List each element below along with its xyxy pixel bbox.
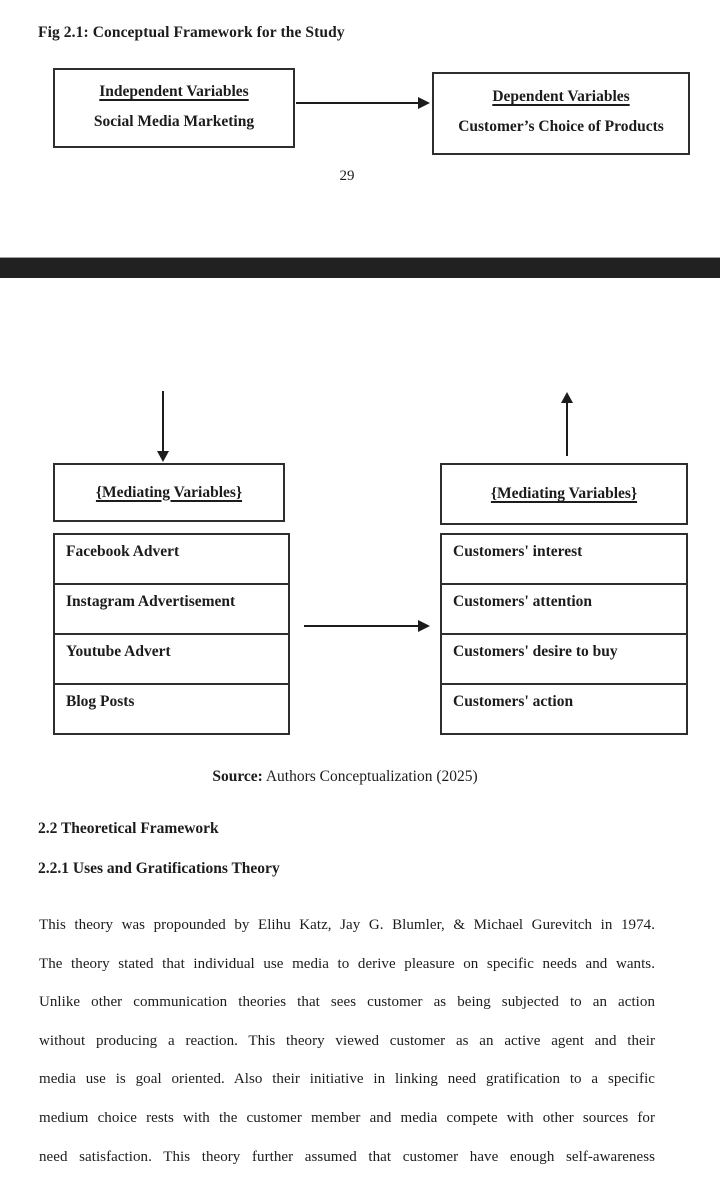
arrow-down-icon — [157, 391, 169, 462]
arrow-head — [418, 97, 430, 109]
customer-response-list: Customers' interest Customers' attention… — [440, 533, 688, 735]
paragraph-line: medium choice rests with the customer me… — [39, 1109, 655, 1126]
list-item: Youtube Advert — [55, 635, 288, 685]
source-text: Authors Conceptualization (2025) — [262, 768, 478, 785]
independent-variables-box: Independent Variables Social Media Marke… — [53, 68, 295, 148]
figure-caption: Fig 2.1: Conceptual Framework for the St… — [38, 24, 345, 41]
arrow-right-icon — [304, 620, 430, 632]
list-item: Blog Posts — [66, 693, 135, 710]
list-item: Instagram Advertisement — [55, 585, 288, 635]
mediating-variables-right-title: {Mediating Variables} — [490, 485, 638, 502]
list-item: Customers' desire to buy — [442, 635, 686, 685]
arrow-shaft — [304, 625, 420, 627]
arrow-head — [418, 620, 430, 632]
mediating-variables-left-box: {Mediating Variables} — [53, 463, 285, 522]
page-break-bar — [0, 257, 720, 278]
arrow-right-icon — [296, 97, 430, 109]
arrow-shaft — [566, 401, 568, 456]
dependent-variables-body: Customer’s Choice of Products — [458, 118, 664, 135]
arrow-shaft — [162, 391, 164, 452]
list-item: Customers' attention — [442, 585, 686, 635]
arrow-shaft — [296, 102, 420, 104]
page-number: 29 — [339, 168, 355, 184]
social-media-list: Facebook Advert Instagram Advertisement … — [53, 533, 290, 735]
section-heading: 2.2 Theoretical Framework — [38, 820, 219, 837]
arrow-head — [157, 451, 169, 462]
dependent-variables-title: Dependent Variables — [492, 88, 630, 105]
paragraph-line: need satisfaction. This theory further a… — [39, 1148, 655, 1165]
arrow-up-icon — [561, 392, 573, 457]
paragraph-line: Unlike other communication theories that… — [39, 994, 655, 1011]
arrow-head — [561, 392, 573, 403]
list-item: Customers' interest — [442, 535, 686, 585]
paragraph-line: This theory was propounded by Elihu Katz… — [39, 917, 655, 933]
paragraph-line: media use is goal oriented. Also their i… — [39, 1071, 655, 1088]
source-attribution: Source: Authors Conceptualization (2025) — [0, 768, 690, 786]
dependent-variables-box: Dependent Variables Customer’s Choice of… — [432, 72, 690, 155]
list-item: Facebook Advert — [55, 535, 288, 585]
body-paragraph: This theory was propounded by Elihu Katz… — [39, 917, 655, 1187]
mediating-variables-right-box: {Mediating Variables} — [440, 463, 688, 525]
independent-variables-title: Independent Variables — [99, 83, 249, 100]
subsection-heading: 2.2.1 Uses and Gratifications Theory — [38, 860, 280, 877]
mediating-variables-left-title: {Mediating Variables} — [95, 483, 243, 501]
independent-variables-body: Social Media Marketing — [93, 113, 255, 130]
source-label: Source: — [212, 768, 263, 785]
list-item: Customers' action — [453, 693, 574, 710]
paragraph-line: The theory stated that individual use me… — [39, 955, 655, 972]
paragraph-line: without producing a reaction. This theor… — [39, 1032, 655, 1049]
